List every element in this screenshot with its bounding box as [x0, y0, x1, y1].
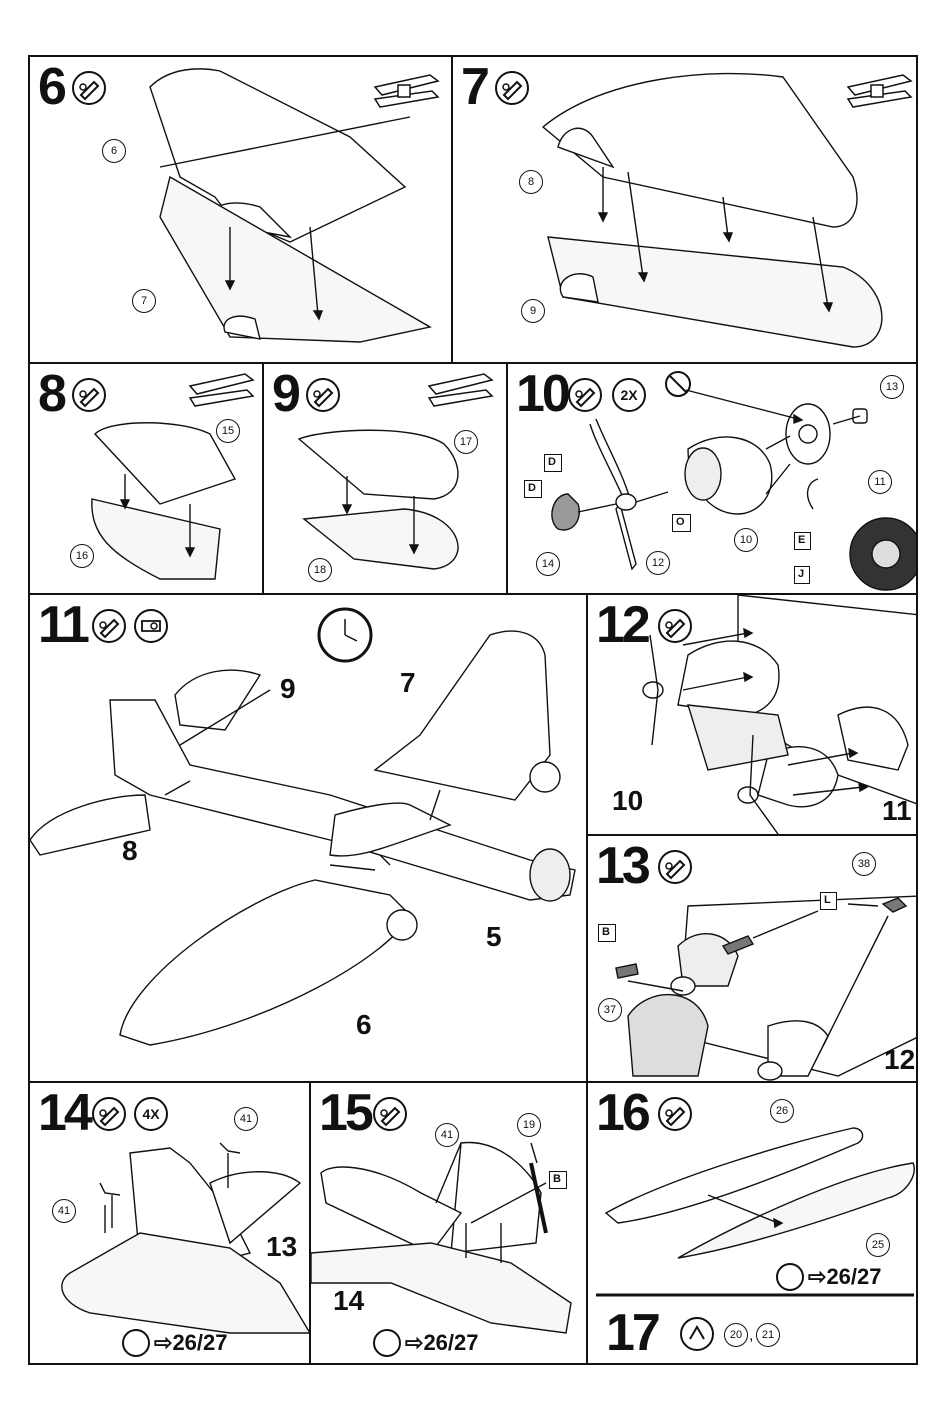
part-label-12: 12 [884, 1044, 915, 1076]
step-11-panel: 11 9 7 8 5 6 [28, 593, 588, 1083]
arrow-icon: ⇨ [154, 1330, 172, 1356]
callout-21: 21 [756, 1323, 780, 1347]
color-tag-l: L [820, 892, 837, 910]
brush-icon [373, 1329, 401, 1357]
transfer-icon [680, 1317, 714, 1351]
stabilizer-drawing [264, 364, 508, 595]
callout-10: 10 [734, 528, 758, 552]
callout-11: 11 [868, 470, 892, 494]
color-tag-j: J [794, 566, 810, 584]
callout-41: 41 [234, 1107, 258, 1131]
callout-13: 13 [880, 375, 904, 399]
arrow-icon: ⇨ [405, 1330, 423, 1356]
step-17-number: 17 [606, 1303, 658, 1363]
part-label-8: 8 [122, 835, 138, 867]
callout-separator: , [749, 1327, 753, 1345]
engine-assembly-drawing [508, 364, 918, 595]
tail-assembly-drawing [30, 1083, 311, 1365]
step-14-panel: 14 4X 41 41 13 ⇨ 26/27 [28, 1081, 311, 1365]
wing-assembly-drawing [30, 57, 453, 364]
callout-37: 37 [598, 998, 622, 1022]
step-9-panel: 9 17 18 [262, 362, 508, 595]
callout-6: 6 [102, 139, 126, 163]
paint-reference: ⇨ 26/27 [373, 1329, 479, 1357]
callout-18: 18 [308, 558, 332, 582]
step-12-panel: 12 10 11 [586, 593, 918, 836]
callout-12: 12 [646, 551, 670, 575]
step-7-panel: 7 8 9 [451, 55, 918, 364]
fuselage-assembly-drawing [30, 595, 588, 1083]
part-label-13: 13 [266, 1231, 297, 1263]
callout-9: 9 [521, 299, 545, 323]
step-13-panel: 13 38 37 L B 12 [586, 834, 918, 1083]
callout-41: 41 [435, 1123, 459, 1147]
part-label-11: 11 [882, 795, 912, 827]
part-label-9: 9 [280, 673, 296, 705]
color-tag-e: E [794, 532, 811, 550]
callout-20: 20 [724, 1323, 748, 1347]
callout-7: 7 [132, 289, 156, 313]
arrow-icon: ⇨ [808, 1264, 826, 1290]
callout-8: 8 [519, 170, 543, 194]
part-label-6: 6 [356, 1009, 372, 1041]
color-tag-o: O [672, 514, 691, 532]
callout-26: 26 [770, 1099, 794, 1123]
step-16-panel: 16 26 25 ⇨ 26/27 17 20 , 21 [586, 1081, 918, 1365]
step-15-panel: 15 41 19 B 14 ⇨ 26/27 [309, 1081, 588, 1365]
step-8-panel: 8 15 16 [28, 362, 264, 595]
callout-16: 16 [70, 544, 94, 568]
part-label-7: 7 [400, 667, 416, 699]
brush-icon [122, 1329, 150, 1357]
callout-25: 25 [866, 1233, 890, 1257]
callout-38: 38 [852, 852, 876, 876]
paint-reference: ⇨ 26/27 [122, 1329, 228, 1357]
step-10-panel: 10 2X 13 11 10 14 1 [506, 362, 918, 595]
color-tag-d: D [544, 454, 562, 472]
step-6-panel: 6 6 7 [28, 55, 453, 364]
callout-19: 19 [517, 1113, 541, 1137]
paint-reference: ⇨ 26/27 [776, 1263, 882, 1291]
color-tag-b: B [598, 924, 616, 942]
color-tag-d: D [524, 480, 542, 498]
stabilizer-drawing [30, 364, 264, 595]
part-label-5: 5 [486, 921, 502, 953]
callout-41: 41 [52, 1199, 76, 1223]
part-label-10: 10 [612, 785, 643, 817]
brush-icon [776, 1263, 804, 1291]
color-tag-b: B [549, 1171, 567, 1189]
part-label-14: 14 [333, 1285, 364, 1317]
callout-14: 14 [536, 552, 560, 576]
callout-17: 17 [454, 430, 478, 454]
callout-15: 15 [216, 419, 240, 443]
